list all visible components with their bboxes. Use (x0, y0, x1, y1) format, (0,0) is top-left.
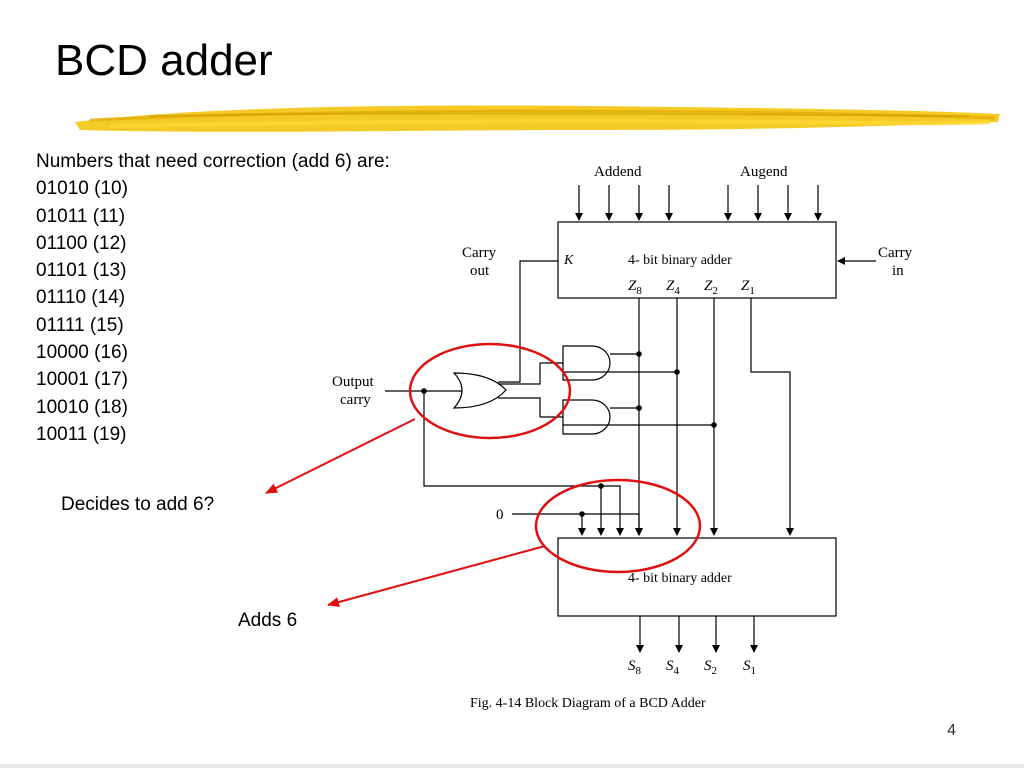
z2-label: Z2 (704, 278, 718, 297)
output-carry-label: carry (340, 392, 371, 408)
carry-out-label: out (470, 263, 490, 279)
s8-label: S8 (628, 658, 642, 677)
list-item: 01110 (14) (36, 287, 126, 309)
list-item: 01111 (15) (36, 314, 124, 336)
output-carry-label: Output (332, 374, 375, 390)
and-gate-top (562, 345, 611, 381)
adds-arrow (327, 545, 546, 607)
footer-divider (0, 764, 1024, 768)
bottom-adder-label: 4- bit binary adder (628, 571, 732, 586)
carry-in-label: in (892, 263, 904, 279)
list-item: 01010 (10) (36, 178, 128, 200)
figure-caption: Fig. 4-14 Block Diagram of a BCD Adder (470, 696, 706, 711)
top-adder-box (557, 221, 837, 299)
slide-title: BCD adder (55, 36, 273, 85)
and-gate-bottom (562, 399, 611, 435)
addend-label: Addend (594, 164, 642, 180)
augend-label: Augend (740, 164, 788, 180)
s4-label: S4 (666, 658, 680, 677)
title-underline-brush (75, 105, 1000, 132)
carry-out-label: Carry (462, 245, 497, 261)
callout-adds: Adds 6 (238, 610, 298, 631)
carry-in-label: Carry (878, 245, 913, 261)
list-heading: Numbers that need correction (add 6) are… (36, 151, 390, 172)
z1-label: Z1 (741, 278, 755, 297)
page-number: 4 (947, 722, 956, 739)
s2-label: S2 (704, 658, 717, 677)
decision-highlight-ellipse (408, 342, 572, 440)
s1-label: S1 (743, 658, 756, 677)
callout-decides: Decides to add 6? (61, 494, 215, 515)
list-item: 10001 (17) (36, 369, 128, 391)
z8-label: Z8 (628, 278, 642, 297)
list-item: 10011 (19) (36, 423, 127, 445)
z4-label: Z4 (666, 278, 680, 297)
or-gate (452, 372, 507, 409)
top-adder-label: 4- bit binary adder (628, 253, 732, 268)
list-item: 01011 (11) (36, 205, 126, 227)
list-item: 01100 (12) (36, 232, 127, 254)
zero-input-label: 0 (496, 507, 504, 523)
list-item: 10000 (16) (36, 342, 128, 364)
correction-list: Numbers that need correction (add 6) are… (36, 148, 390, 448)
decides-arrow (265, 418, 416, 494)
list-item: 01101 (13) (36, 260, 127, 282)
add6-highlight-ellipse (534, 478, 702, 574)
k-label: K (563, 253, 574, 268)
list-item: 10010 (18) (36, 396, 128, 418)
